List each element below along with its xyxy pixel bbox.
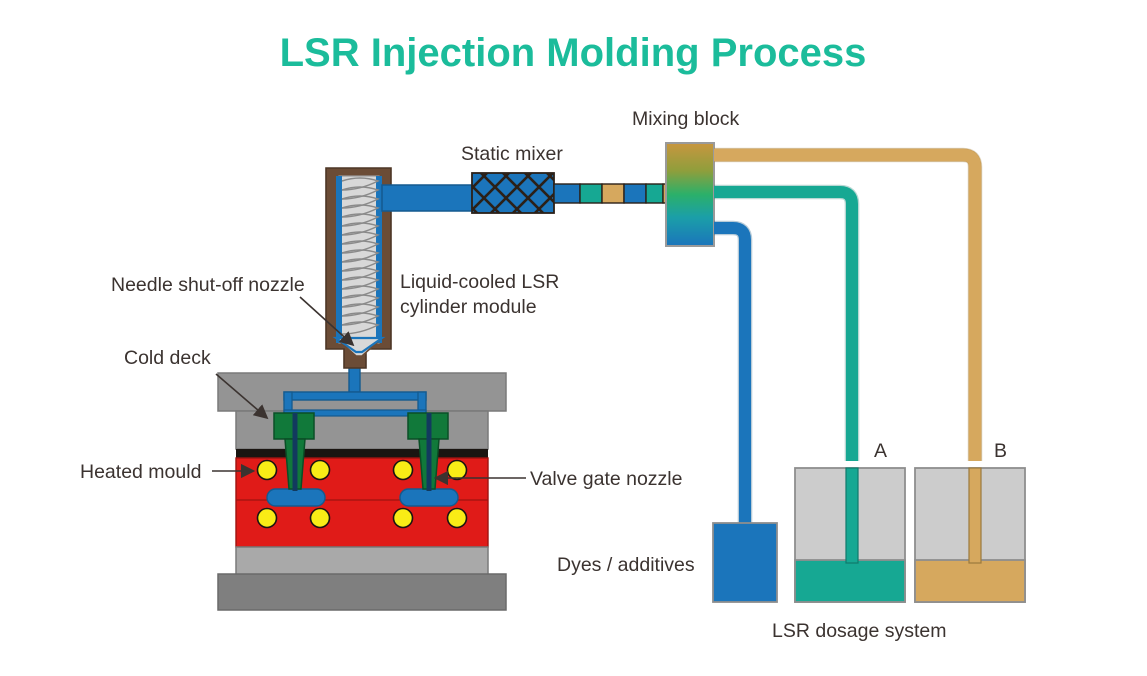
heater-pins-row-2 [256,507,468,529]
leader-cold-deck [215,373,269,420]
drum-a-label: A [874,440,887,462]
drum-a: A [794,440,906,603]
valve-gate-nozzle-label: Valve gate nozzle [530,468,683,490]
pipe-teal-to-drum-a [714,186,858,461]
mould-cavity-icon [266,488,326,507]
heater-pin-icon [309,459,331,481]
pipe-blue-to-dyes-tank [714,222,751,528]
runner-bar [283,391,427,401]
heater-pin-icon [256,459,278,481]
lsr-dosage-system-label: LSR dosage system [772,620,947,642]
drum-a-dip-tube [845,467,859,564]
drum-b: B [914,440,1026,603]
pipe-segment-tan [601,183,625,204]
needle-shutoff-nozzle-label: Needle shut-off nozzle [111,274,305,296]
cooling-jacket-right [376,176,382,343]
valve-gate-nozzle-left [273,412,315,491]
static-mixer-lattice-icon [471,172,555,214]
dyes-additives-label: Dyes / additives [557,554,695,576]
heater-pin-icon [256,507,278,529]
drum-a-fill [794,559,906,603]
pipe-segment-blue [553,183,581,204]
mixing-block-label: Mixing block [632,108,740,130]
drum-b-fill [914,559,1026,603]
pipe-segment-blue [623,183,647,204]
mould-insulation-strip [236,449,488,458]
mixing-block [665,142,715,247]
heater-pins-row-1 [256,459,468,481]
cylinder-module-label-line2: cylinder module [400,296,537,318]
screw-coil-icon [341,177,380,335]
drum-b-label: B [994,440,1007,462]
heater-pin-icon [392,507,414,529]
cylinder-module-label-line1: Liquid-cooled LSR [400,271,559,293]
melt-pipe-to-mixer [381,184,473,212]
mould-assembly [217,372,507,611]
heater-pin-icon [392,459,414,481]
static-mixer-label: Static mixer [461,143,563,165]
pipe-segment-teal [645,183,664,204]
mould-cavity-icon [399,488,459,507]
heater-pin-icon [446,459,468,481]
heater-pin-icon [446,507,468,529]
nozzle-flow-outline [332,336,386,354]
dyes-additives-tank [712,522,778,603]
pipe-tan-core [714,149,981,461]
leader-needle-nozzle [299,296,355,347]
pipe-segment-teal [579,183,603,204]
page-title: LSR Injection Molding Process [280,31,867,75]
drum-b-dip-tube [968,467,982,564]
cold-deck-label: Cold deck [124,347,211,369]
heated-mould-label: Heated mould [80,461,201,483]
mould-base-plate [217,573,507,611]
valve-gate-needle-left [292,413,298,491]
heater-pin-icon [309,507,331,529]
lsr-cylinder-module [325,167,473,369]
segmented-feed-pipe [553,183,685,204]
cooling-jacket-left [336,176,342,343]
valve-gate-needle-right [426,413,432,491]
